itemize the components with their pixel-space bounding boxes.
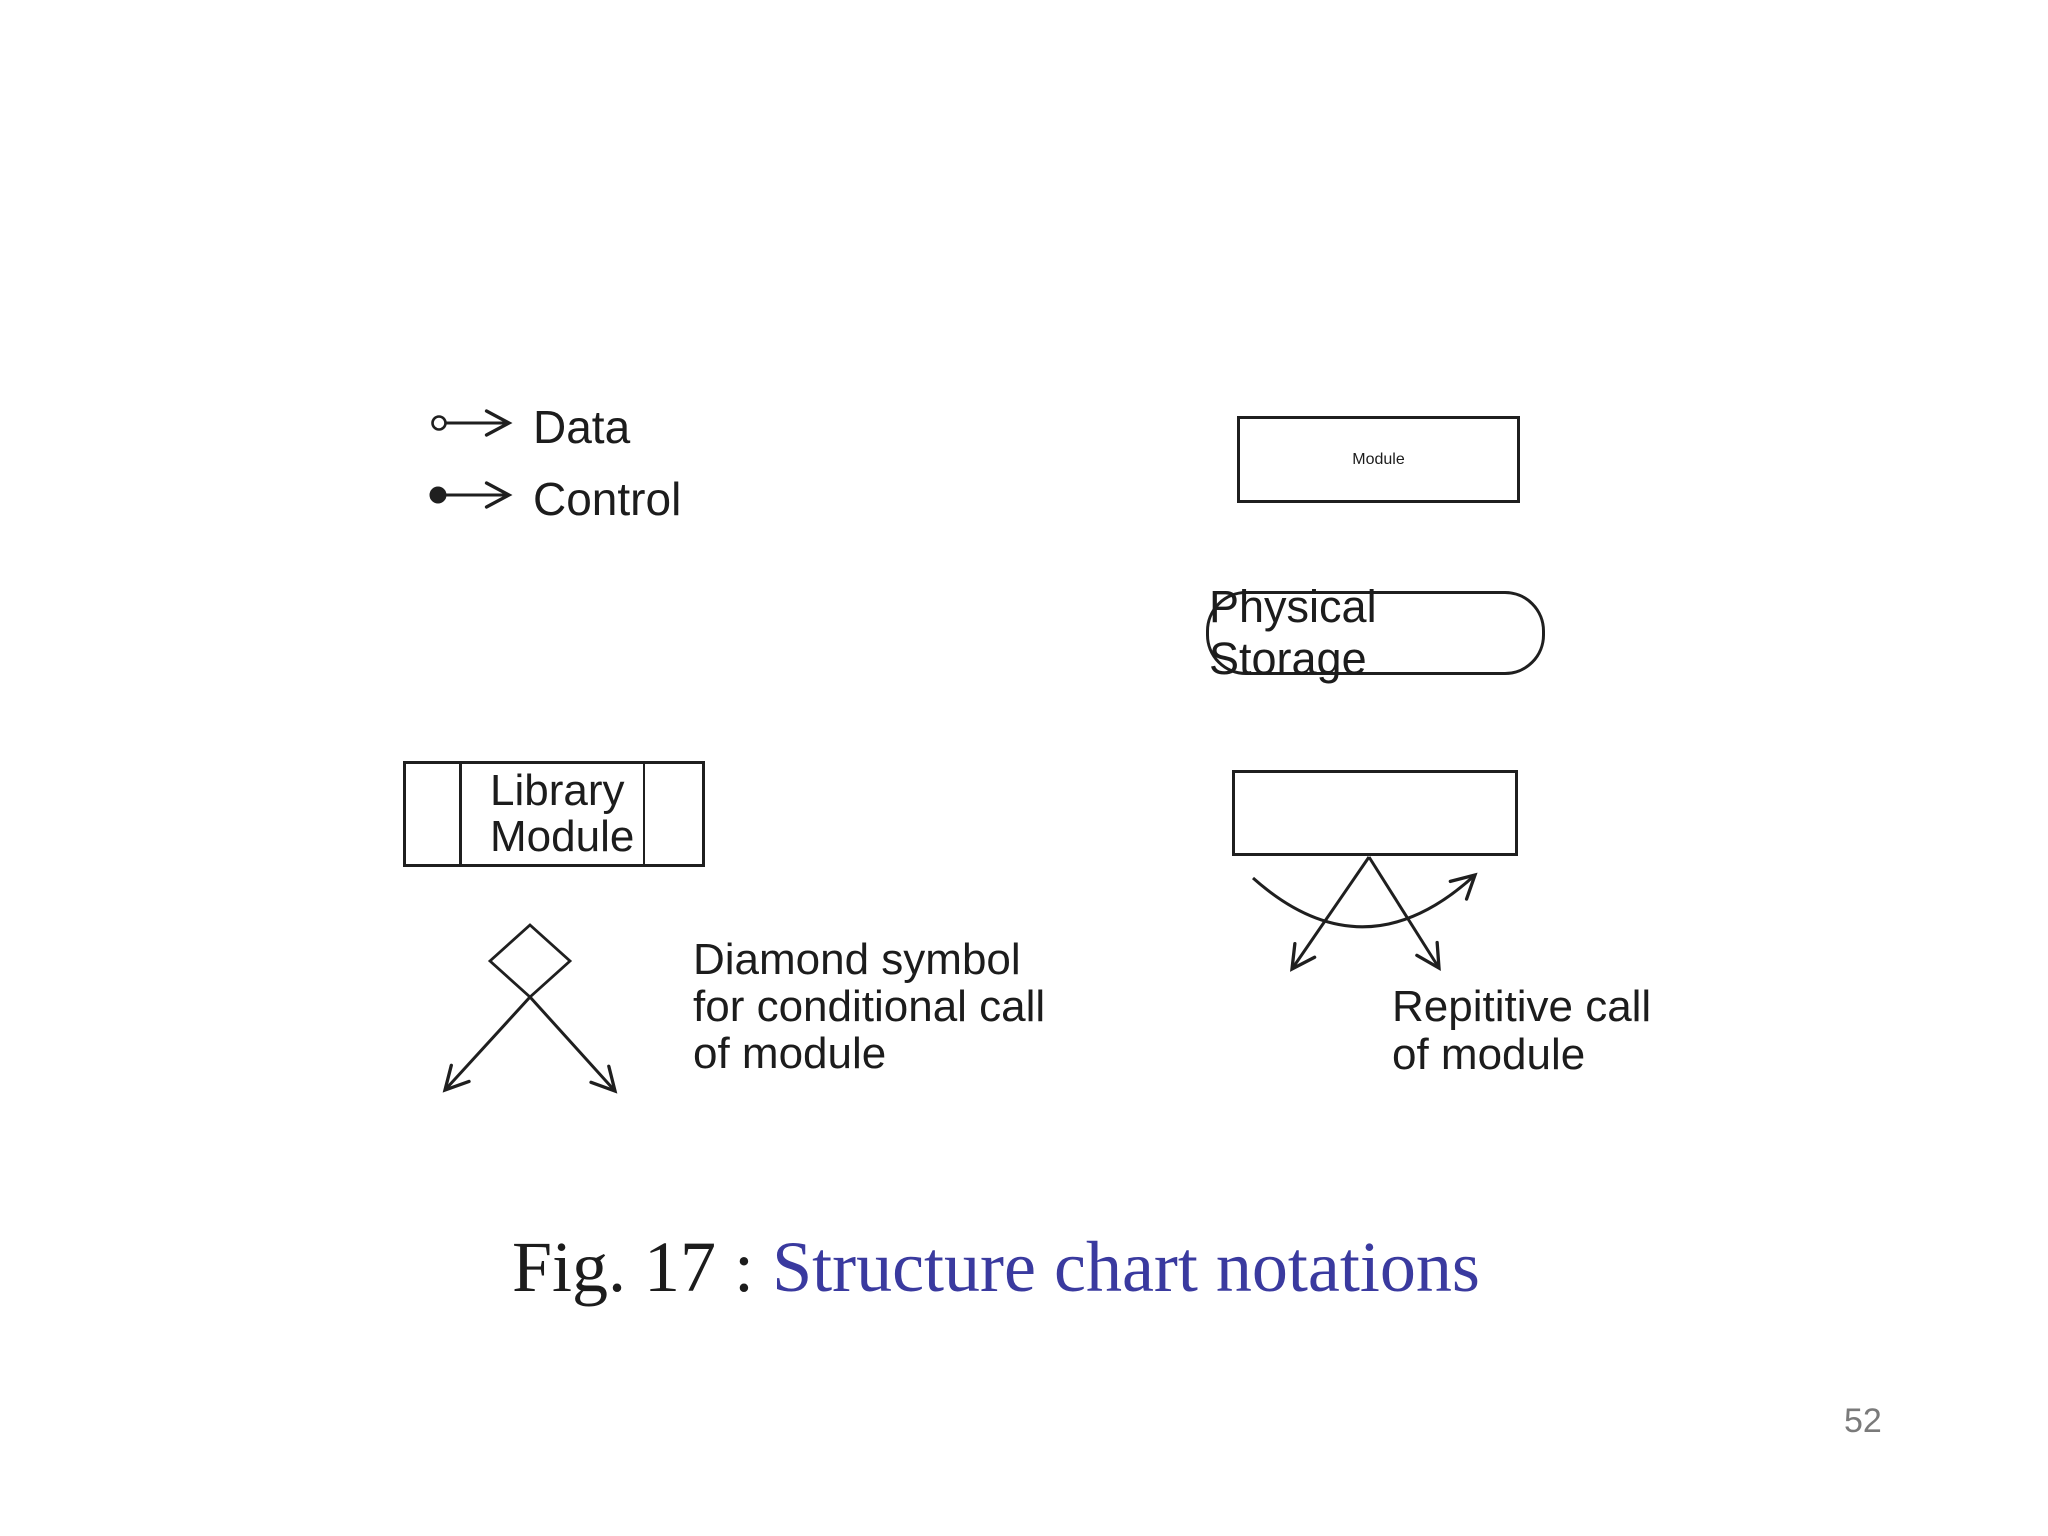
figure-caption: Fig. 17 : Structure chart notations <box>512 1231 1480 1303</box>
library-module-right-divider <box>643 764 645 864</box>
data-flow-arrow-icon <box>431 409 513 437</box>
conditional-call-desc-line1: Diamond symbol <box>693 935 1021 984</box>
library-module-label: Library Module <box>490 764 634 864</box>
caption-title: Structure chart notations <box>772 1227 1480 1307</box>
repetitive-call-desc-line1: Repititive call <box>1392 982 1652 1031</box>
repetitive-call-description: Repititive call of module <box>1392 983 1651 1079</box>
control-flow-arrow-icon <box>429 481 513 509</box>
data-label: Data <box>533 401 631 453</box>
module-label: Module <box>1352 450 1405 468</box>
module-box: Module <box>1237 416 1520 503</box>
conditional-call-symbol <box>442 923 618 1094</box>
control-label: Control <box>533 473 682 525</box>
library-module-label-line1: Library <box>490 766 625 815</box>
caption-prefix: Fig. 17 : <box>512 1227 773 1307</box>
physical-storage-box: Physical Storage <box>1206 581 1545 684</box>
conditional-call-desc-line3: of module <box>693 1029 887 1078</box>
library-module-left-divider <box>459 764 462 864</box>
repetitive-call-desc-line2: of module <box>1392 1030 1586 1079</box>
library-module-label-line2: Module <box>490 812 635 861</box>
library-module-box: Library Module <box>403 761 705 867</box>
conditional-call-desc-line2: for conditional call <box>693 982 1046 1031</box>
physical-storage-label: Physical Storage <box>1209 581 1377 684</box>
repetitive-call-box <box>1232 770 1518 856</box>
page-number: 52 <box>1844 1402 1882 1440</box>
repetitive-call-symbol <box>1252 856 1478 972</box>
conditional-call-description: Diamond symbol for conditional call of m… <box>693 936 1045 1077</box>
